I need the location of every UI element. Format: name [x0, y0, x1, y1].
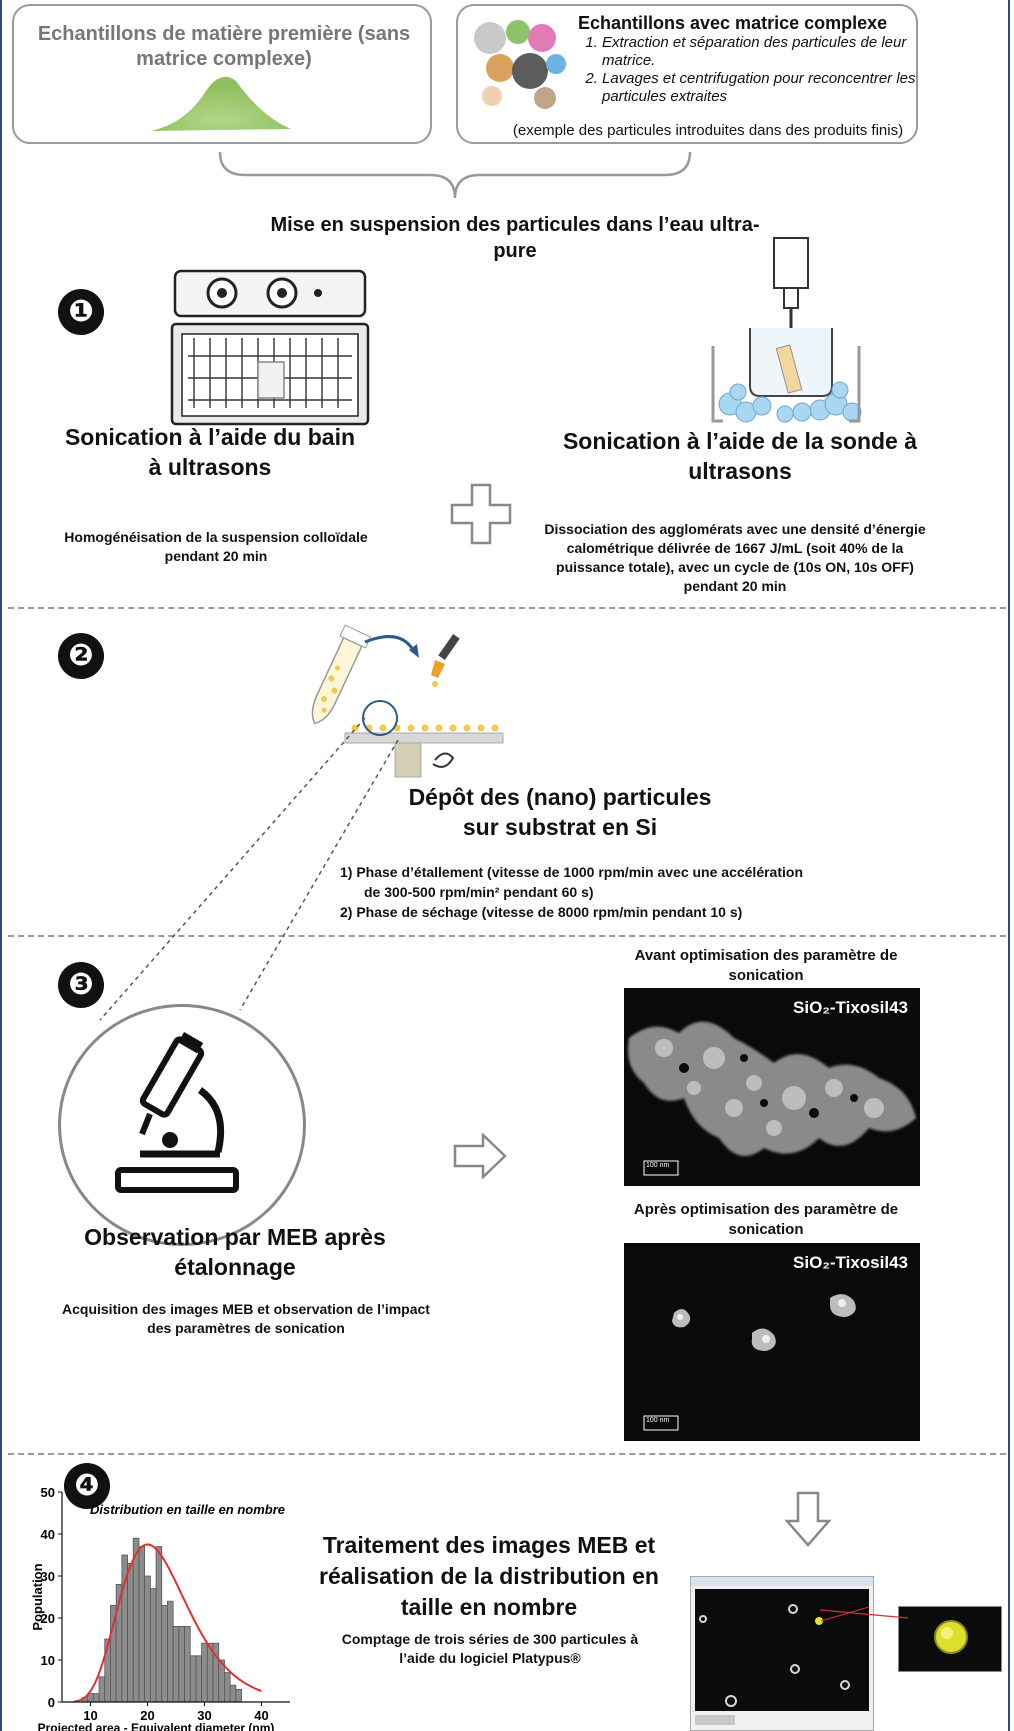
processing-title: Traitement des images MEB et réalisation… [319, 1532, 659, 1620]
processing-description: Comptage de trois séries de 300 particul… [341, 1631, 639, 1666]
complex-matrix-step-2: Lavages et centrifugation pour reconcent… [602, 70, 916, 106]
y-tick-label: 40 [41, 1527, 55, 1542]
suspension-title: Mise en suspension des particules dans l… [270, 214, 760, 262]
complex-matrix-step-1: Extraction et séparation des particules … [602, 34, 916, 70]
complex-matrix-title: Echantillons avec matrice complexe [578, 13, 888, 33]
deposit-phase-2: 2) Phase de séchage (vitesse de 8000 rpm… [340, 904, 743, 920]
y-tick-label: 30 [41, 1569, 55, 1584]
sem-before-scale-label: 100 nm [646, 1162, 670, 1169]
observation-description: Acquisition des images MEB et observatio… [62, 1301, 430, 1336]
consumer-products-image [474, 20, 566, 109]
platypus-software-screenshot [690, 1576, 874, 1731]
histogram-bar [195, 1655, 203, 1703]
deposit-phase-1b: de 300-500 rpm/min² pendant 60 s) [364, 884, 594, 900]
histogram-bar [155, 1546, 163, 1703]
divider-1 [8, 607, 1006, 609]
histogram-bar [92, 1693, 100, 1703]
software-viewport [695, 1589, 870, 1711]
complex-matrix-box: Echantillons avec matrice complexe Extra… [456, 4, 918, 144]
complex-matrix-note: (exemple des particules introduites dans… [512, 122, 904, 139]
green-powder-image [151, 76, 291, 131]
y-tick-label: 0 [48, 1695, 55, 1710]
software-toolbar [691, 1577, 873, 1586]
probe-sonication-title: Sonication à l’aide de la sonde à ultras… [562, 428, 918, 484]
histogram-bar [172, 1625, 180, 1703]
bath-sonication-title: Sonication à l’aide du bain à ultrasons [64, 424, 356, 480]
x-tick-label: 20 [140, 1708, 154, 1723]
histogram-bar [189, 1655, 197, 1703]
after-optimisation-title: Après optimisation des paramètre de soni… [633, 1201, 899, 1238]
particle-zoom-inset [898, 1606, 1002, 1672]
microscope-icon [115, 1032, 239, 1193]
y-tick-label: 20 [41, 1611, 55, 1626]
deposit-phase-1a: 1) Phase d’étallement (vitesse de 1000 r… [340, 864, 803, 880]
agglomerate-cluster [628, 1021, 916, 1176]
step-1-badge: ❶ [58, 289, 104, 335]
chart-title: Distribution en taille en nombre [90, 1502, 285, 1517]
dispersed-particles [643, 1294, 856, 1431]
x-tick-label: 40 [254, 1708, 268, 1723]
histogram-bar [184, 1625, 191, 1703]
histogram-bar [149, 1588, 157, 1703]
deposit-title-line-2: sur substrat en Si [462, 814, 658, 840]
raw-material-title: Echantillons de matière première (sans m… [37, 23, 411, 70]
sem-image-after: SiO₂-Tixosil43 100 nm [624, 1243, 920, 1441]
zoomed-particle [934, 1620, 968, 1654]
histogram-bar [132, 1537, 140, 1703]
complex-matrix-steps: Extraction et séparation des particules … [576, 34, 916, 106]
zoom-connector-line [820, 1609, 909, 1619]
fit-curve [73, 1543, 262, 1703]
divider-2 [8, 935, 1006, 937]
software-statusbar [695, 1715, 735, 1725]
histogram-bar [98, 1676, 106, 1703]
brace-connector [218, 151, 692, 199]
step-2-badge: ❷ [58, 633, 104, 679]
spin-coating-image [311, 624, 504, 778]
histogram-bar [224, 1672, 231, 1703]
x-axis-label: Projected area - Equivalent diameter (nm… [38, 1721, 275, 1731]
before-optimisation-title: Avant optimisation des paramètre de soni… [634, 947, 898, 984]
probe-sonication-description: Dissociation des agglomérats avec une de… [544, 521, 926, 594]
divider-3 [8, 1453, 1006, 1455]
histogram-bar [138, 1546, 146, 1703]
bath-sonication-description: Homogénéisation de la suspension colloïd… [64, 529, 368, 564]
step-3-badge: ❸ [58, 962, 104, 1008]
right-arrow-icon [453, 1133, 507, 1179]
histogram-bar [167, 1600, 174, 1703]
size-distribution-chart: 0 10 20 30 40 50 10 20 30 40 Distribution en taill… [30, 1485, 290, 1731]
sem-after-scale-label: 100 nm [646, 1417, 670, 1424]
x-tick-label: 10 [83, 1708, 97, 1723]
down-arrow-icon [785, 1491, 831, 1547]
deposit-title: Dépôt des (nano) particules sur substrat… [360, 782, 760, 842]
x-tick-label: 30 [197, 1708, 211, 1723]
sem-after-sample-label: SiO₂-Tixosil43 [793, 1253, 908, 1272]
ultrasonic-probe-image [711, 237, 862, 423]
y-axis-label: Population [30, 1563, 45, 1630]
step-4-badge: ❹ [64, 1463, 110, 1509]
y-tick-label: 10 [41, 1653, 55, 1668]
histogram-bar [144, 1575, 151, 1703]
ultrasonic-bath-image [170, 269, 370, 426]
detected-particles [699, 1604, 870, 1707]
raw-material-box: Echantillons de matière première (sans m… [12, 4, 432, 144]
y-tick-label: 50 [41, 1485, 55, 1500]
histogram-bar [161, 1605, 168, 1703]
histogram-bar [127, 1563, 134, 1703]
observation-title: Observation par MEB après étalonnage [84, 1224, 386, 1280]
sem-image-before: SiO₂-Tixosil43 100 nm [624, 988, 920, 1186]
deposit-title-line-1: Dépôt des (nano) particules [408, 784, 712, 810]
histogram-bar [201, 1642, 208, 1703]
sem-before-sample-label: SiO₂-Tixosil43 [793, 998, 908, 1017]
plus-icon [450, 483, 512, 545]
histogram-bar [178, 1625, 185, 1703]
histogram-bar [235, 1688, 242, 1703]
histogram-bar [229, 1684, 237, 1703]
deposit-phases: 1) Phase d’étallement (vitesse de 1000 r… [340, 862, 940, 922]
